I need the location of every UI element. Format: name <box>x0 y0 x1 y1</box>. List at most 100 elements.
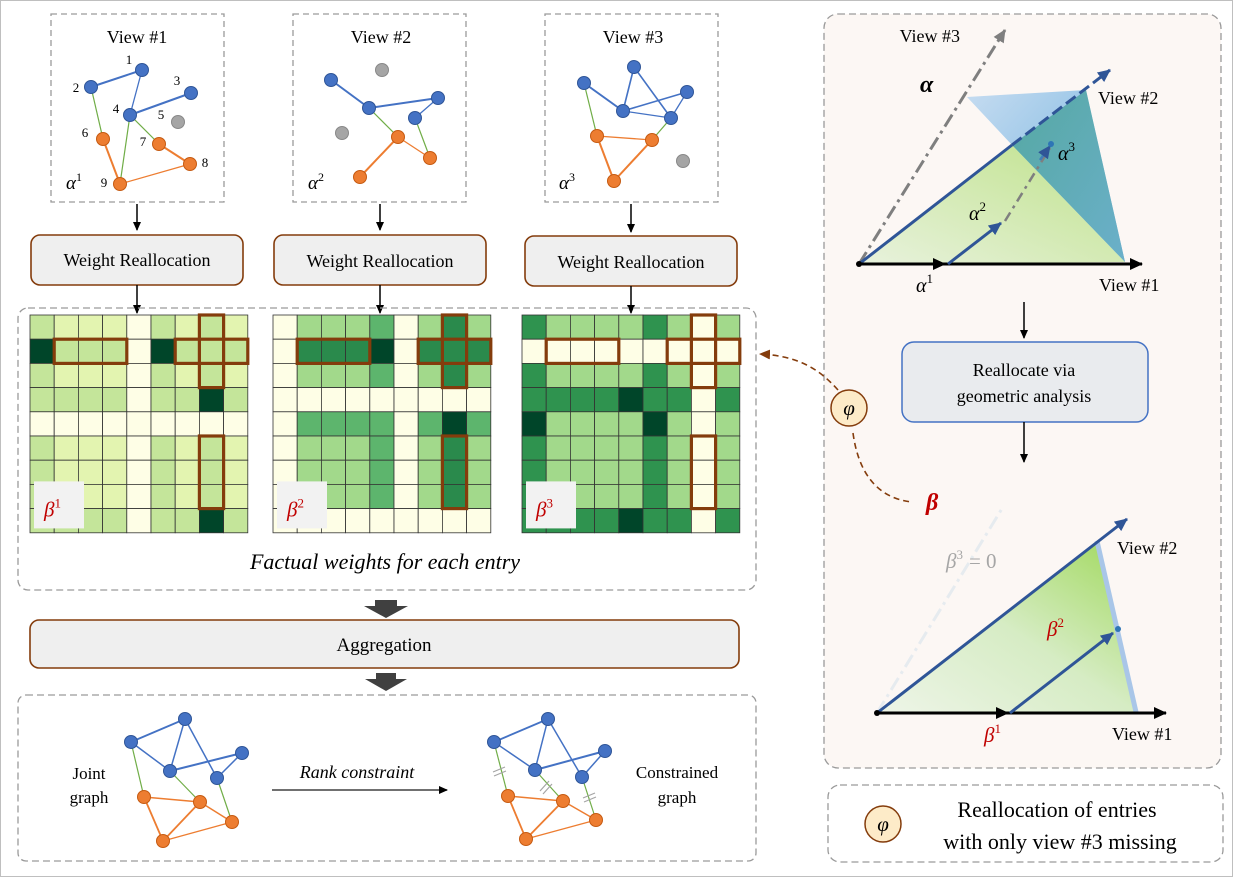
matrix-label-bg <box>526 481 576 529</box>
highlight-cross-h <box>665 337 742 366</box>
matrix-cell <box>594 483 620 509</box>
matrix-cell <box>666 483 692 509</box>
matrix-cell <box>223 314 249 340</box>
matrix-cell <box>102 483 128 509</box>
matrix-cell <box>150 362 176 388</box>
matrix-label: β3 <box>535 495 553 521</box>
view-1-axis-label: View #1 <box>1112 724 1172 744</box>
matrix-cell <box>666 387 692 413</box>
node-number: 2 <box>73 80 80 95</box>
highlight-row <box>52 337 129 366</box>
matrix-cell <box>150 459 176 485</box>
node-number: 6 <box>82 125 89 140</box>
matrix-cell <box>78 411 104 437</box>
matrix-cell <box>296 314 322 340</box>
matrix-cell <box>666 314 692 340</box>
matrices-panel <box>17 307 757 591</box>
beta-2-vector <box>1009 631 1114 715</box>
matrix-cell <box>345 459 371 485</box>
matrix-cell <box>393 411 419 437</box>
matrix-cell <box>466 483 492 509</box>
view-3-axis <box>857 29 1007 265</box>
matrix-cell <box>126 435 152 461</box>
matrix-cell <box>594 508 620 534</box>
matrix-cell <box>150 411 176 437</box>
matrix-cell <box>78 387 104 413</box>
matrix-cell <box>223 387 249 413</box>
matrix-cell <box>53 314 79 340</box>
matrix-cell <box>198 459 224 485</box>
matrix-cell <box>666 338 692 364</box>
matrix-cell <box>53 411 79 437</box>
highlight-column <box>440 434 469 511</box>
matrix-cell <box>393 387 419 413</box>
block-arrow-down <box>364 600 408 618</box>
matrix-cell <box>570 459 596 485</box>
matrix-cell <box>691 338 717 364</box>
matrix-cell <box>441 314 467 340</box>
matrix-cell <box>320 459 346 485</box>
matrix-cell <box>466 314 492 340</box>
view-2-axis-label: View #2 <box>1098 88 1158 108</box>
matrix-cell <box>369 387 395 413</box>
matrix-cell <box>53 362 79 388</box>
matrix-cell <box>320 314 346 340</box>
matrix-cell <box>393 338 419 364</box>
view-3-graph <box>577 60 694 188</box>
matrix-cell <box>441 362 467 388</box>
matrix-cell <box>570 387 596 413</box>
weight-reallocation-label: Weight Reallocation <box>63 250 210 270</box>
matrix-cell <box>417 362 443 388</box>
matrix-cell <box>126 459 152 485</box>
matrix-cell <box>296 387 322 413</box>
matrix-cell <box>715 362 741 388</box>
matrix-cell <box>53 435 79 461</box>
matrix-cell <box>126 338 152 364</box>
matrix-cell <box>393 508 419 534</box>
matrix-cell <box>223 411 249 437</box>
matrix-cell <box>198 362 224 388</box>
matrix-cell <box>174 387 200 413</box>
phi-legend: φ Reallocation of entries with only view… <box>827 784 1224 863</box>
matrix-cell <box>29 435 55 461</box>
matrix-cell <box>545 387 571 413</box>
beta-simplex-region <box>877 541 1136 713</box>
matrix-cell <box>102 338 128 364</box>
matrix-cell <box>715 435 741 461</box>
matrix-cell <box>369 338 395 364</box>
matrix-cell <box>466 338 492 364</box>
matrix-cell <box>345 314 371 340</box>
matrix-cell <box>272 435 298 461</box>
matrix-cell <box>102 508 128 534</box>
matrix-cell <box>441 387 467 413</box>
weight-reallocation-box-2: Weight Reallocation <box>273 234 487 286</box>
alpha-geometry <box>856 29 1143 270</box>
matrix-cell <box>53 338 79 364</box>
matrix-cell <box>223 459 249 485</box>
matrix-cell <box>691 435 717 461</box>
highlight-cross-v <box>440 313 469 390</box>
matrix-cell <box>715 508 741 534</box>
matrix-cell <box>417 483 443 509</box>
matrix-cell <box>691 483 717 509</box>
graph-panel <box>17 694 757 862</box>
aggregation-box: Aggregation <box>29 619 740 669</box>
aggregation-label: Aggregation <box>337 635 432 656</box>
alpha-3-vector <box>1003 147 1052 222</box>
matrix-cell <box>29 338 55 364</box>
matrix-cell <box>345 483 371 509</box>
matrix-cell <box>441 483 467 509</box>
matrix-cell <box>102 314 128 340</box>
weight-matrix-2: β2 <box>272 313 493 534</box>
alpha-3-vector-label: α3 <box>1058 139 1075 165</box>
matrix-cell <box>545 362 571 388</box>
matrix-cell <box>198 508 224 534</box>
matrix-cell <box>417 411 443 437</box>
constrained-graph-label-line1: Constrained <box>636 763 719 782</box>
matrix-cell <box>466 387 492 413</box>
beta-label: β <box>925 490 939 516</box>
constrained-graph <box>487 712 612 846</box>
matrix-cell <box>320 411 346 437</box>
matrix-cell <box>618 362 644 388</box>
